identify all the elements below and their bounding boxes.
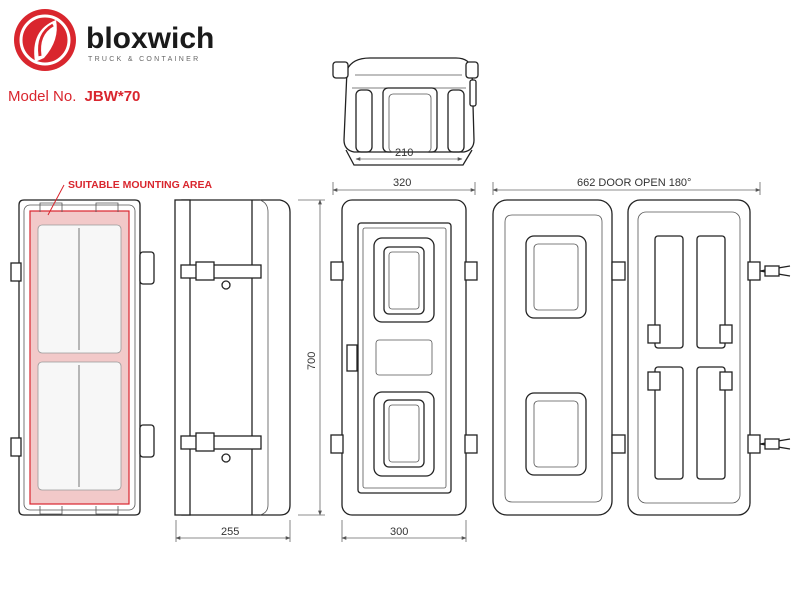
front-view-closed	[330, 199, 478, 516]
dim-side-depth: 255	[221, 526, 239, 538]
bloxwich-logo	[14, 9, 76, 71]
dim-height: 700	[306, 352, 318, 370]
brand-name: bloxwich	[86, 22, 214, 55]
mounting-area-label: SUITABLE MOUNTING AREA	[68, 179, 212, 191]
dim-top-depth: 210	[395, 147, 413, 159]
side-view	[174, 199, 291, 516]
top-view	[332, 57, 479, 166]
rear-view-mounting	[10, 199, 155, 516]
logo-ring	[19, 14, 71, 66]
dim-width-top: 320	[393, 177, 411, 189]
model-label: Model No. JBW*70	[8, 88, 140, 105]
dim-door-open: 662 DOOR OPEN 180°	[577, 177, 691, 189]
mounting-leader-line	[47, 184, 65, 216]
model-prefix: Model No.	[8, 88, 76, 105]
open-view	[492, 199, 791, 516]
dim-width-bottom: 300	[390, 526, 408, 538]
model-number: JBW*70	[85, 88, 141, 105]
brand-tagline: TRUCK & CONTAINER	[88, 56, 200, 63]
